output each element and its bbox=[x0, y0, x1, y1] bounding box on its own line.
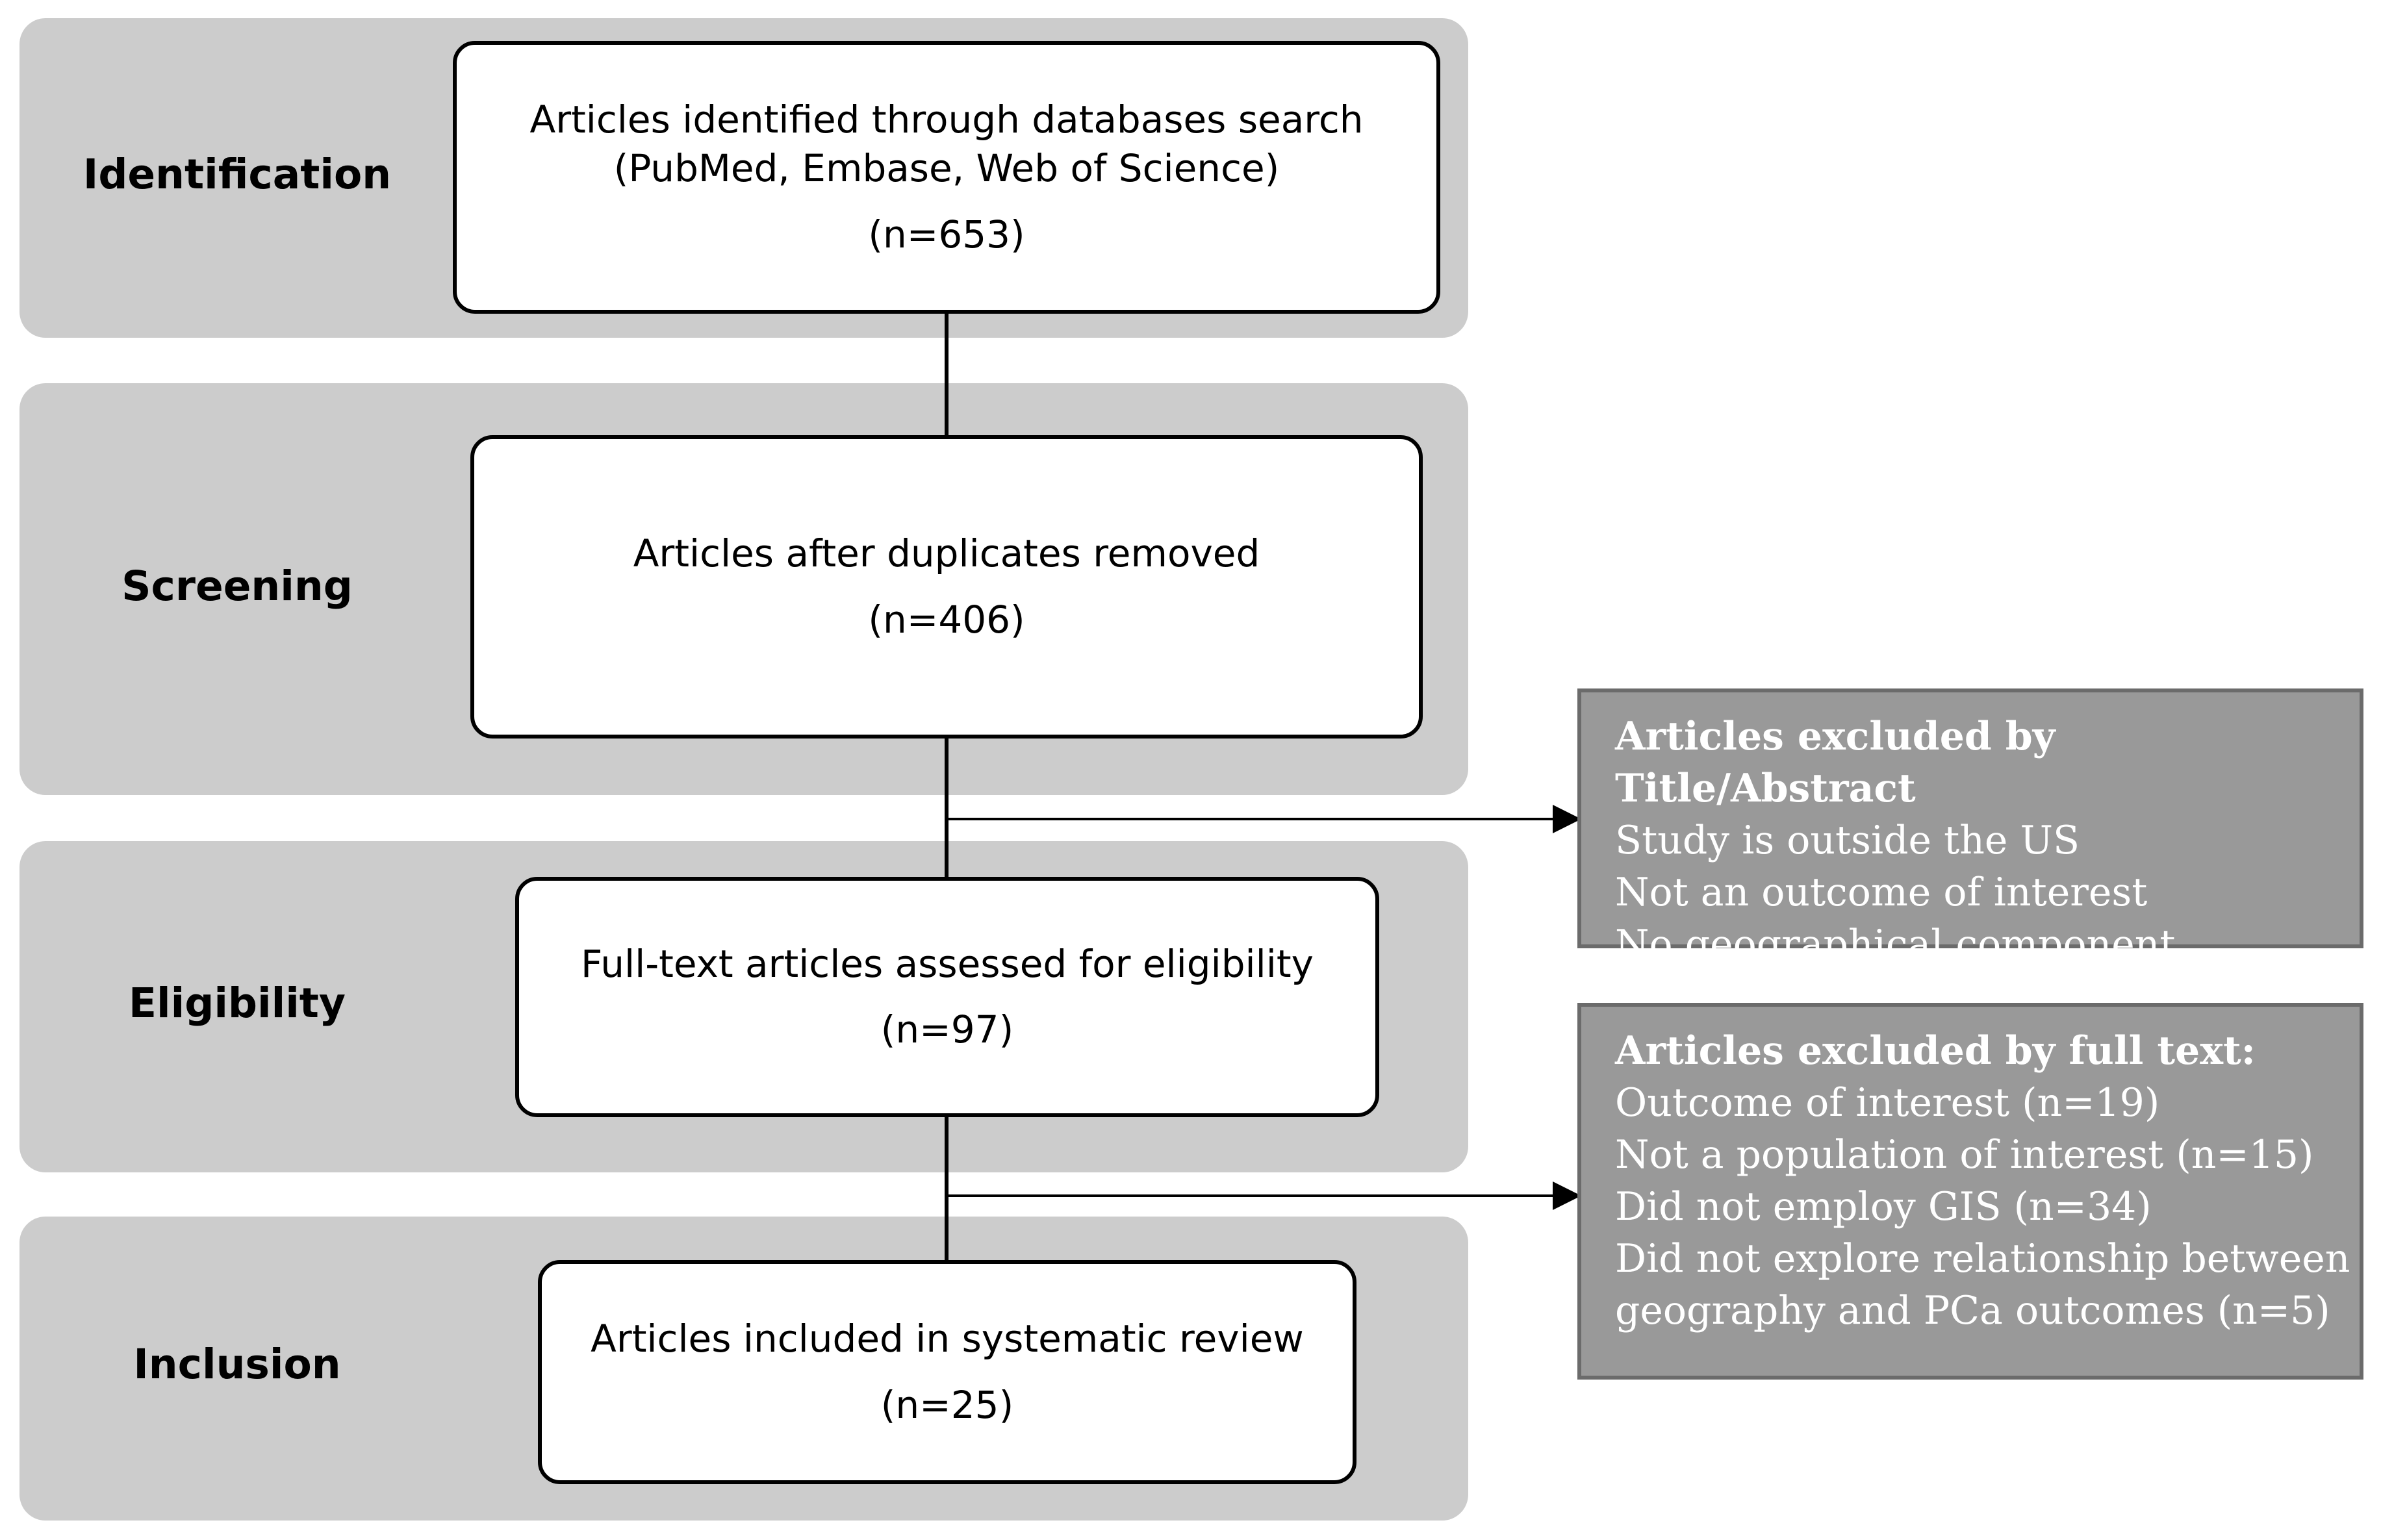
arrowhead-title-abstract bbox=[1553, 805, 1581, 833]
exclusion-title-abstract-item: No geographical component bbox=[1615, 922, 2176, 967]
included-line-1: Articles included in systematic review bbox=[591, 1317, 1304, 1361]
stage-label-screening: Screening bbox=[121, 562, 353, 610]
exclusion-box-title-abstract: Articles excluded by Title/Abstract Stud… bbox=[1577, 688, 2363, 967]
box-articles-deduplicated: Articles after duplicates removed (n=406… bbox=[470, 435, 1423, 738]
identified-line-1: Articles identified through databases se… bbox=[529, 97, 1364, 142]
arrow-line-full-text bbox=[946, 1194, 1560, 1197]
eligibility-count: (n=97) bbox=[880, 1007, 1014, 1052]
arrow-line-title-abstract bbox=[946, 818, 1560, 820]
exclusion-full-text-item: Not a population of interest (n=15) bbox=[1615, 1132, 2314, 1178]
exclusion-full-text-heading: Articles excluded by full text: bbox=[1615, 1028, 2256, 1074]
identified-line-2: (PubMed, Embase, Web of Science) bbox=[613, 146, 1280, 191]
deduplicated-count: (n=406) bbox=[868, 597, 1025, 642]
eligibility-line-1: Full-text articles assessed for eligibil… bbox=[581, 941, 1314, 986]
connector-eligibility-to-included bbox=[945, 1113, 949, 1263]
exclusion-title-abstract-heading: Articles excluded by Title/Abstract bbox=[1615, 714, 2056, 811]
exclusion-full-text-item: Did not employ GIS (n=34) bbox=[1615, 1184, 2152, 1230]
stage-label-eligibility: Eligibility bbox=[129, 979, 346, 1027]
exclusion-full-text-item: Outcome of interest (n=19) bbox=[1615, 1080, 2160, 1126]
box-articles-included: Articles included in systematic review (… bbox=[538, 1260, 1356, 1484]
arrowhead-full-text bbox=[1553, 1181, 1581, 1210]
stage-label-identification: Identification bbox=[83, 151, 392, 198]
connector-identified-to-deduplicated bbox=[945, 312, 949, 438]
box-articles-identified: Articles identified through databases se… bbox=[453, 41, 1440, 314]
identified-count: (n=653) bbox=[868, 212, 1025, 257]
exclusion-full-text-item: Did not explore relationship between bbox=[1615, 1236, 2350, 1281]
exclusion-title-abstract-item: Study is outside the US bbox=[1615, 818, 2080, 863]
exclusion-full-text-item: geography and PCa outcomes (n=5) bbox=[1615, 1288, 2330, 1333]
included-count: (n=25) bbox=[880, 1382, 1014, 1427]
stage-label-inclusion: Inclusion bbox=[133, 1341, 341, 1388]
exclusion-box-full-text: Articles excluded by full text: Outcome … bbox=[1577, 1003, 2363, 1380]
connector-deduplicated-to-eligibility bbox=[945, 734, 949, 879]
box-full-text-assessed: Full-text articles assessed for eligibil… bbox=[515, 877, 1379, 1117]
deduplicated-line-1: Articles after duplicates removed bbox=[633, 531, 1260, 576]
exclusion-title-abstract-item: Not an outcome of interest bbox=[1615, 870, 2148, 915]
